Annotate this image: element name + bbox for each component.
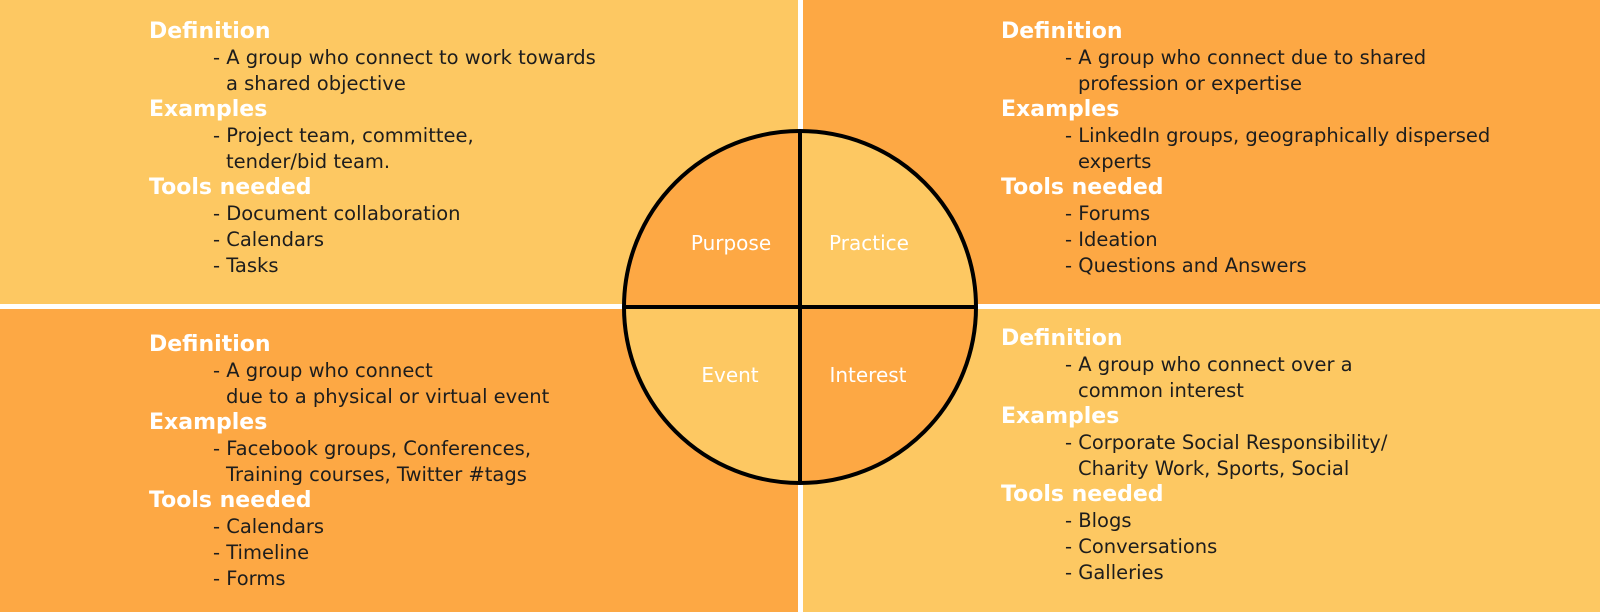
- tool-item: - Galleries: [1065, 561, 1164, 584]
- examples-heading: Examples: [1001, 97, 1120, 122]
- examples-heading: Examples: [149, 410, 268, 435]
- tools-heading: Tools needed: [149, 175, 312, 200]
- tool-item: - Calendars: [213, 228, 325, 251]
- examples-text: - Facebook groups, Conferences,Training …: [213, 437, 532, 486]
- definition-heading: Definition: [149, 19, 271, 44]
- tool-item: - Questions and Answers: [1065, 254, 1307, 277]
- tool-item: - Tasks: [213, 254, 279, 277]
- tool-item: - Forums: [1065, 202, 1151, 225]
- examples-text: - LinkedIn groups, geographically disper…: [1065, 124, 1491, 173]
- segment-interest: [800, 307, 976, 483]
- tool-item: - Ideation: [1065, 228, 1158, 251]
- practice-label: Practice: [829, 231, 909, 255]
- segment-purpose: [624, 131, 800, 307]
- tool-item: - Forms: [213, 567, 286, 590]
- event-label: Event: [701, 363, 758, 387]
- segment-practice: [800, 131, 976, 307]
- segment-event: [624, 307, 800, 483]
- tools-heading: Tools needed: [1001, 482, 1164, 507]
- tool-item: - Document collaboration: [213, 202, 461, 225]
- tool-item: - Blogs: [1065, 509, 1132, 532]
- interest-label: Interest: [829, 363, 906, 387]
- tools-heading: Tools needed: [1001, 175, 1164, 200]
- examples-text: - Project team, committee,tender/bid tea…: [213, 124, 474, 173]
- examples-heading: Examples: [149, 97, 268, 122]
- tool-item: - Timeline: [213, 541, 310, 564]
- definition-heading: Definition: [1001, 19, 1123, 44]
- examples-text: - Corporate Social Responsibility/Charit…: [1065, 431, 1388, 480]
- tool-item: - Calendars: [213, 515, 325, 538]
- definition-heading: Definition: [149, 332, 271, 357]
- purpose-panel: Definition - A group who connect to work…: [149, 19, 596, 279]
- examples-heading: Examples: [1001, 404, 1120, 429]
- tool-item: - Conversations: [1065, 535, 1218, 558]
- tools-heading: Tools needed: [149, 488, 312, 513]
- practice-panel: Definition - A group who connect due to …: [1001, 19, 1490, 279]
- purpose-label: Purpose: [691, 231, 771, 255]
- definition-heading: Definition: [1001, 326, 1123, 351]
